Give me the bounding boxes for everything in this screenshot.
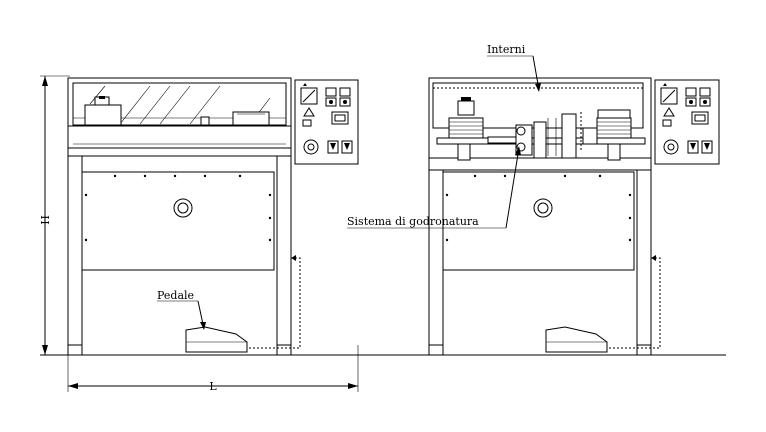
left-machine: Pedale — [67, 77, 359, 356]
foot-pedal-icon — [185, 326, 248, 353]
cooling-fan-icon — [596, 109, 632, 161]
width-dimension: L — [67, 345, 359, 393]
cooling-fan-icon — [448, 97, 484, 161]
control-panel-icon — [294, 79, 359, 165]
dim-h-label: H — [39, 215, 52, 225]
pedale-label: Pedale — [157, 289, 194, 302]
sistema-label: Sistema di godronatura — [347, 215, 479, 228]
height-dimension: H — [39, 75, 70, 355]
dim-l-label: L — [209, 380, 217, 393]
control-panel-icon — [654, 79, 720, 165]
right-machine: Interni Sistema di godronatura — [347, 43, 720, 356]
interni-label: Interni — [487, 43, 526, 56]
foot-pedal-icon — [545, 326, 608, 353]
knurling-unit-icon — [487, 112, 598, 159]
